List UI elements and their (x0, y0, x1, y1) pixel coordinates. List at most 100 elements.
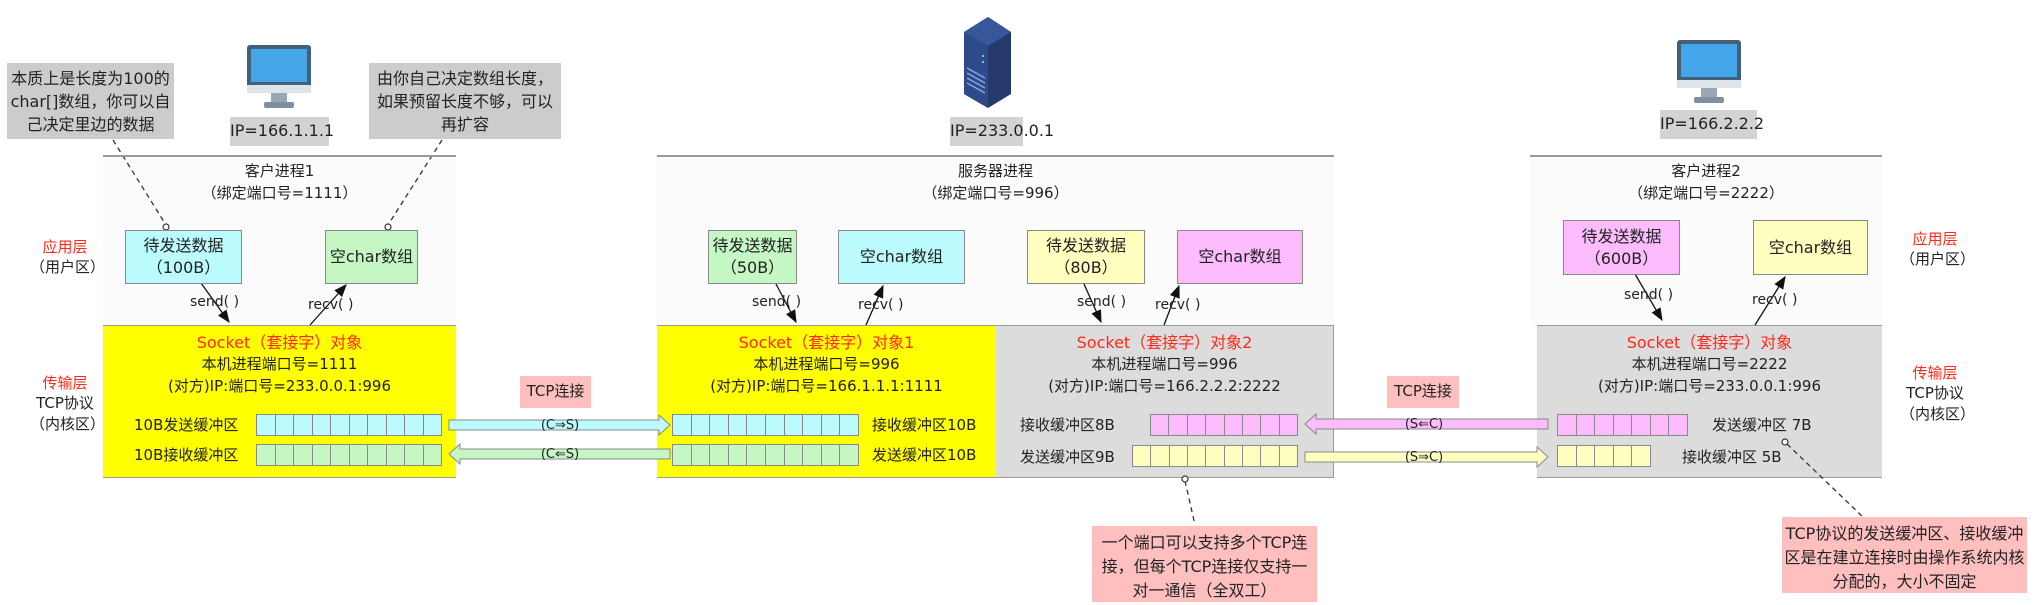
buffer-cell (313, 445, 331, 465)
buffer-cell (1595, 415, 1614, 435)
callout-anchor (1781, 438, 1789, 446)
buffer-cell (1280, 446, 1297, 466)
buffer-cell (803, 445, 822, 465)
buffer-cell (1225, 415, 1243, 435)
buffer-cell (1558, 446, 1577, 466)
buffer-cell (1632, 415, 1651, 435)
note-line: 如果预留长度不够，可以 (376, 92, 553, 111)
note-line: 本质上是长度为100的 (11, 69, 170, 88)
buffer-cell (387, 445, 405, 465)
layer-sub: （用户区） (1900, 250, 1976, 268)
buffer-cell (1188, 446, 1207, 466)
box-line: 空char数组 (1768, 237, 1853, 257)
send-arrow (200, 282, 230, 324)
box-line: 空char数组 (329, 247, 414, 266)
client2-recv-array-box: 空char数组 (1753, 220, 1868, 275)
send-buffer-label: 发送缓冲区10B (872, 446, 977, 464)
socket-remote-address: (对方)IP:端口号=166.1.1.1:1111 (710, 377, 943, 395)
box-line: （600B） (1584, 248, 1659, 268)
send-buffer-label: 发送缓冲区9B (1020, 448, 1115, 466)
client1-process-header: 客户进程1 （绑定端口号=1111） (103, 160, 456, 204)
buffer-cell (673, 445, 692, 465)
buffer-cell (1261, 415, 1280, 435)
buffer-cell (1577, 446, 1596, 466)
socket-local-port: 本机进程端口号=1111 (201, 355, 358, 373)
socket-title: Socket（套接字）对象2 (1076, 333, 1253, 352)
tcp-connection-label: TCP连接 (520, 376, 591, 408)
recv-buffer-label: 接收缓冲区 5B (1682, 448, 1782, 466)
buffer-cell (331, 415, 350, 435)
layer-sub: （用户区） (30, 258, 106, 276)
send-buffer (1132, 445, 1298, 467)
client2-ip-label: IP=166.2.2.2 (1660, 110, 1764, 139)
buffer-cell (785, 415, 804, 435)
layer-sub: TCP协议 (36, 394, 94, 412)
flow-label-forward: (C⇒S) (540, 418, 580, 433)
buffer-cell (729, 415, 748, 435)
layer-label-app-left: 应用层 （用户区） (30, 236, 106, 278)
note-line: 一个端口可以支持多个TCP连 (1101, 533, 1308, 552)
send-arrow (1634, 273, 1663, 322)
buffer-cell (1261, 446, 1280, 466)
recv-buffer-label: 10B接收缓冲区 (134, 446, 239, 464)
box-line: （80B） (1054, 258, 1118, 277)
buffer-cell (1243, 415, 1262, 435)
note-buffer: TCP协议的发送缓冲区、接收缓冲 区是在建立连接时由操作系统内核 分配的，大小不… (1782, 517, 2027, 593)
box-line: 待发送数据 (1581, 226, 1662, 246)
desktop-computer-icon (247, 45, 311, 108)
server-ip-label: IP=233.0.0.1 (950, 117, 1054, 146)
layer-label-transport-right: 传输层 TCP协议 （内核区） (1900, 362, 1976, 425)
buffer-cell (368, 415, 387, 435)
layer-label-app-right: 应用层 （用户区） (1900, 228, 1976, 270)
buffer-cell (424, 415, 442, 435)
server-recv-array-box-1: 空char数组 (838, 230, 965, 284)
callout-line-recv-note (387, 139, 443, 226)
layer-name: 应用层 (42, 238, 88, 256)
buffer-cell (785, 445, 804, 465)
client2-process-divider (1530, 155, 1882, 157)
data-flow-arrow-s-to-c2 (1304, 445, 1549, 469)
buffer-cell (1243, 446, 1262, 466)
send-buffer-label: 10B发送缓冲区 (134, 416, 239, 434)
note-line: TCP协议的发送缓冲区、接收缓冲 (1785, 524, 2024, 543)
buffer-cell (840, 445, 858, 465)
buffer-cell (692, 415, 711, 435)
buffer-cell (747, 445, 766, 465)
process-title: 客户进程2 (1671, 162, 1741, 180)
client1-recv-array-box: 空char数组 (325, 230, 418, 284)
buffer-cell (350, 445, 368, 465)
recv-call-label: recv( ) (1752, 292, 1798, 308)
box-line: 空char数组 (1198, 247, 1282, 266)
buffer-cell (1206, 446, 1225, 466)
recv-buffer-label: 接收缓冲区8B (1020, 416, 1115, 434)
callout-anchor (1181, 475, 1189, 483)
send-arrow (775, 283, 797, 324)
buffer-cell (692, 445, 711, 465)
recv-call-label: recv( ) (858, 297, 904, 313)
send-buffer (1557, 414, 1688, 436)
send-call-label: send( ) (190, 294, 240, 310)
box-line: （100B） (146, 258, 221, 277)
process-port: （绑定端口号=996） (922, 184, 1069, 202)
note-line: 接，但每个TCP连接仅支持一 (1101, 557, 1308, 576)
server-process-divider (657, 155, 1334, 157)
send-buffer (672, 444, 859, 466)
buffer-cell (405, 445, 424, 465)
buffer-cell (1170, 446, 1188, 466)
recv-arrow (1754, 275, 1786, 326)
socket-title: Socket（套接字）对象 (1626, 333, 1793, 352)
layer-sub: （内核区） (1900, 405, 1976, 423)
buffer-cell (1577, 415, 1596, 435)
send-arrow (1083, 283, 1102, 324)
note-line: 再扩容 (440, 115, 489, 134)
socket-title: Socket（套接字）对象 (196, 333, 363, 352)
note-line: char[]数组，你可以自 (10, 92, 171, 111)
buffer-cell (257, 415, 276, 435)
buffer-cell (257, 445, 276, 465)
buffer-cell (350, 415, 368, 435)
buffer-cell (1225, 446, 1243, 466)
data-flow-arrow-c-to-s (448, 413, 671, 437)
buffer-cell (276, 415, 294, 435)
buffer-cell (368, 445, 387, 465)
recv-buffer (256, 444, 442, 466)
